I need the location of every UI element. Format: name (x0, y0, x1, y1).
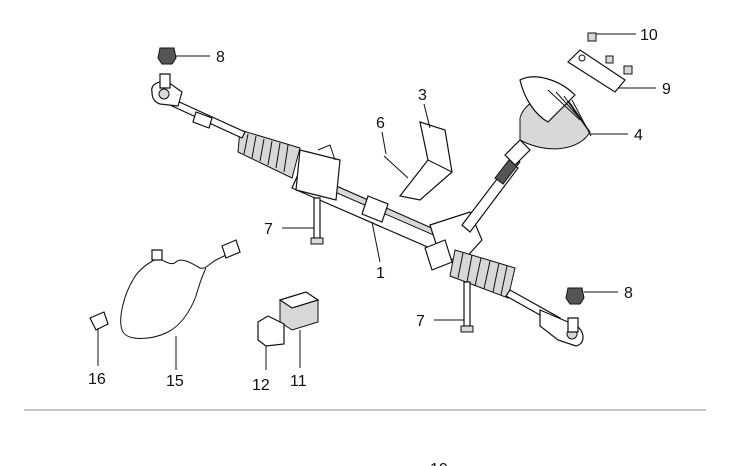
leader-lines (97, 33, 656, 370)
control-module (278, 291, 320, 331)
callout-7-right: 7 (416, 313, 425, 330)
mounting-plate (567, 49, 626, 93)
bracket (398, 121, 453, 201)
callout-8-left: 8 (216, 49, 225, 66)
callout-4: 4 (634, 127, 643, 144)
right-bellow-boot (449, 249, 516, 299)
footer-partial-callout: 10 (430, 461, 448, 466)
nut-left (157, 47, 177, 65)
callout-10: 10 (640, 27, 658, 44)
screw (383, 155, 409, 179)
nut-right (565, 287, 585, 305)
callout-7-left: 7 (264, 221, 273, 238)
wire-clip (89, 311, 109, 331)
steering-rack-housing (291, 144, 483, 271)
callout-1: 1 (376, 265, 385, 282)
callout-8-right: 8 (624, 285, 633, 302)
wiring-harness (120, 239, 241, 339)
steering-column-boot (504, 76, 592, 166)
callout-6: 6 (376, 115, 385, 132)
callout-12: 12 (252, 377, 270, 394)
callout-11: 11 (290, 373, 307, 390)
callout-15: 15 (166, 373, 184, 390)
right-tie-rod (505, 289, 584, 347)
clip-bracket (257, 315, 285, 347)
bolt-right (460, 281, 474, 333)
pinion-shaft (461, 155, 521, 233)
left-bellow-boot (237, 129, 301, 179)
left-tie-rod (151, 73, 246, 139)
bolt-left (310, 197, 324, 245)
callout-9: 9 (662, 81, 671, 98)
small-nuts (587, 32, 633, 75)
callout-3: 3 (418, 87, 427, 104)
callout-16: 16 (88, 371, 106, 388)
